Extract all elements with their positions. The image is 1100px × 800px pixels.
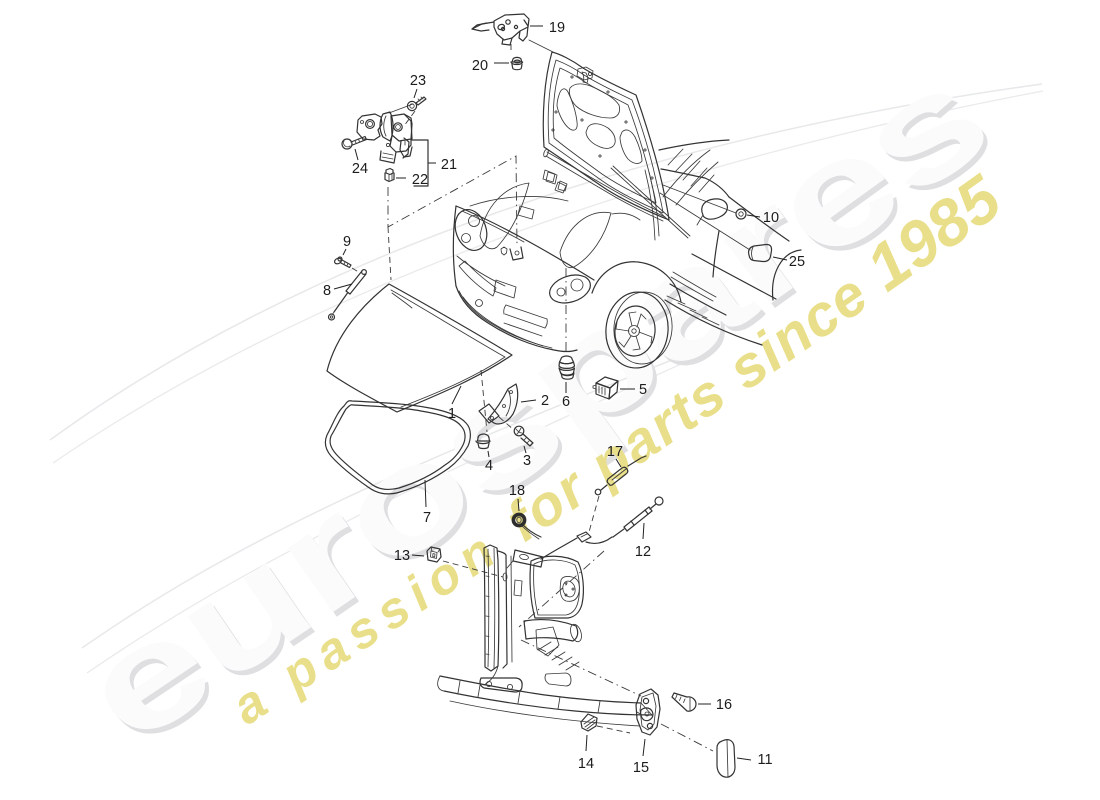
svg-text:23: 23: [410, 73, 426, 89]
svg-text:3: 3: [523, 453, 531, 469]
svg-text:17: 17: [607, 444, 623, 460]
svg-text:25: 25: [789, 254, 805, 270]
svg-text:2: 2: [541, 393, 549, 409]
svg-text:1: 1: [448, 406, 456, 422]
svg-text:15: 15: [633, 760, 649, 776]
svg-text:16: 16: [716, 697, 732, 713]
svg-text:9: 9: [343, 234, 351, 250]
svg-text:20: 20: [472, 58, 488, 74]
svg-text:24: 24: [352, 161, 368, 177]
svg-text:8: 8: [323, 283, 331, 299]
svg-text:4: 4: [485, 458, 493, 474]
svg-text:19: 19: [549, 20, 565, 36]
svg-text:5: 5: [639, 382, 647, 398]
svg-text:21: 21: [441, 157, 457, 173]
svg-text:12: 12: [635, 544, 651, 560]
svg-text:11: 11: [757, 752, 772, 768]
svg-text:7: 7: [423, 510, 431, 526]
svg-text:6: 6: [562, 394, 570, 410]
svg-text:22: 22: [412, 172, 428, 188]
svg-text:10: 10: [763, 210, 779, 226]
svg-text:13: 13: [394, 548, 410, 564]
svg-text:14: 14: [578, 756, 594, 772]
svg-text:18: 18: [509, 483, 525, 499]
